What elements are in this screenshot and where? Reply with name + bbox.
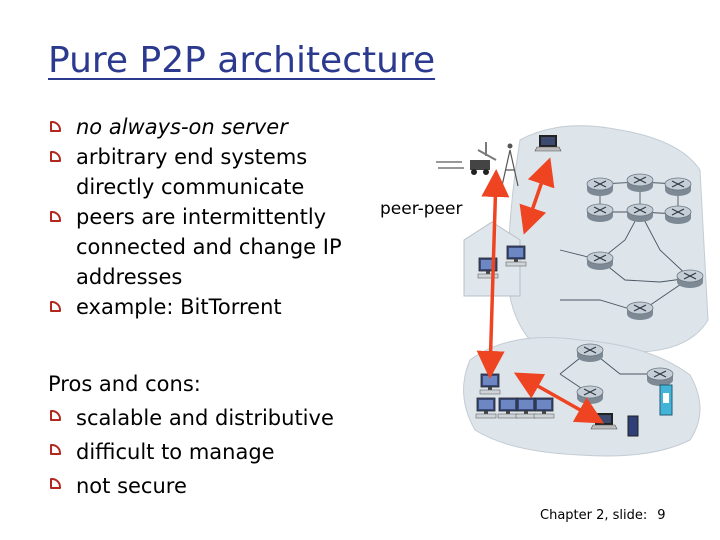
- pros-cons-text: difficult to manage: [76, 440, 275, 464]
- bullet-text: example: BitTorrent: [76, 295, 282, 319]
- pros-cons-list: scalable and distributive difficult to m…: [48, 401, 334, 503]
- bullet-list: no always-on server arbitrary end system…: [48, 112, 386, 322]
- network-cloud-top: [507, 125, 709, 354]
- bullet-icon: [50, 410, 61, 421]
- bullet-item: arbitrary end systems directly communica…: [48, 142, 386, 202]
- bullet-icon: [50, 211, 61, 222]
- peer-peer-label: peer-peer: [380, 199, 463, 219]
- pros-cons-heading: Pros and cons:: [48, 372, 201, 396]
- host-computers: [475, 373, 673, 437]
- bullet-item: example: BitTorrent: [48, 292, 386, 322]
- bullet-icon: [50, 444, 61, 455]
- bullet-text: peers are intermittently connected and c…: [76, 205, 342, 289]
- bullet-item: peers are intermittently connected and c…: [48, 202, 386, 292]
- bullet-icon: [50, 121, 61, 132]
- bullet-item: no always-on server: [48, 112, 386, 142]
- bullet-icon: [50, 301, 61, 312]
- pros-cons-item: difficult to manage: [48, 435, 334, 469]
- bullet-text: no always-on server: [76, 115, 288, 139]
- pros-cons-item: scalable and distributive: [48, 401, 334, 435]
- bullet-icon: [50, 478, 61, 489]
- pros-cons-item: not secure: [48, 469, 334, 503]
- pros-cons-text: not secure: [76, 474, 187, 498]
- footer-chapter: Chapter 2, slide:: [540, 508, 648, 523]
- slide-title: Pure P2P architecture: [48, 40, 436, 81]
- bullet-icon: [50, 151, 61, 162]
- slide-footer: Chapter 2, slide: 9: [540, 508, 666, 523]
- pros-cons-text: scalable and distributive: [76, 406, 334, 430]
- peer-peer-arrows: [476, 157, 605, 424]
- footer-slide-number: 9: [657, 508, 666, 523]
- bullet-text: arbitrary end systems directly communica…: [76, 145, 308, 199]
